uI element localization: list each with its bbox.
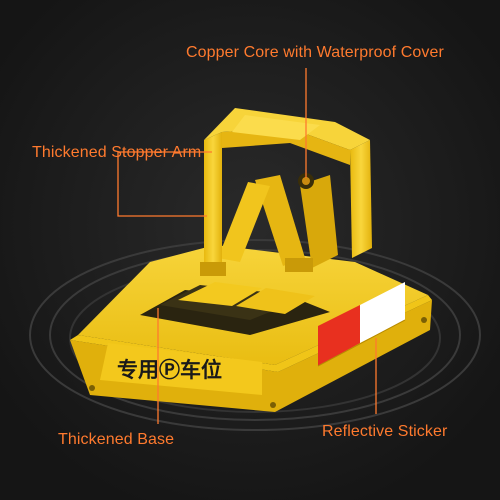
callout-thickened-base: Thickened Base	[58, 431, 175, 448]
callout-copper-core: Copper Core with Waterproof Cover	[186, 44, 444, 61]
reflective-sticker	[317, 282, 406, 367]
callout-stopper-arm: Thickened Stopper Arm	[32, 144, 202, 161]
base-label: 专用Ⓟ车位	[117, 358, 222, 382]
stopper-arm	[200, 108, 372, 276]
callout-reflective-sticker: Reflective Sticker	[322, 423, 448, 440]
callout-lines	[117, 68, 377, 424]
